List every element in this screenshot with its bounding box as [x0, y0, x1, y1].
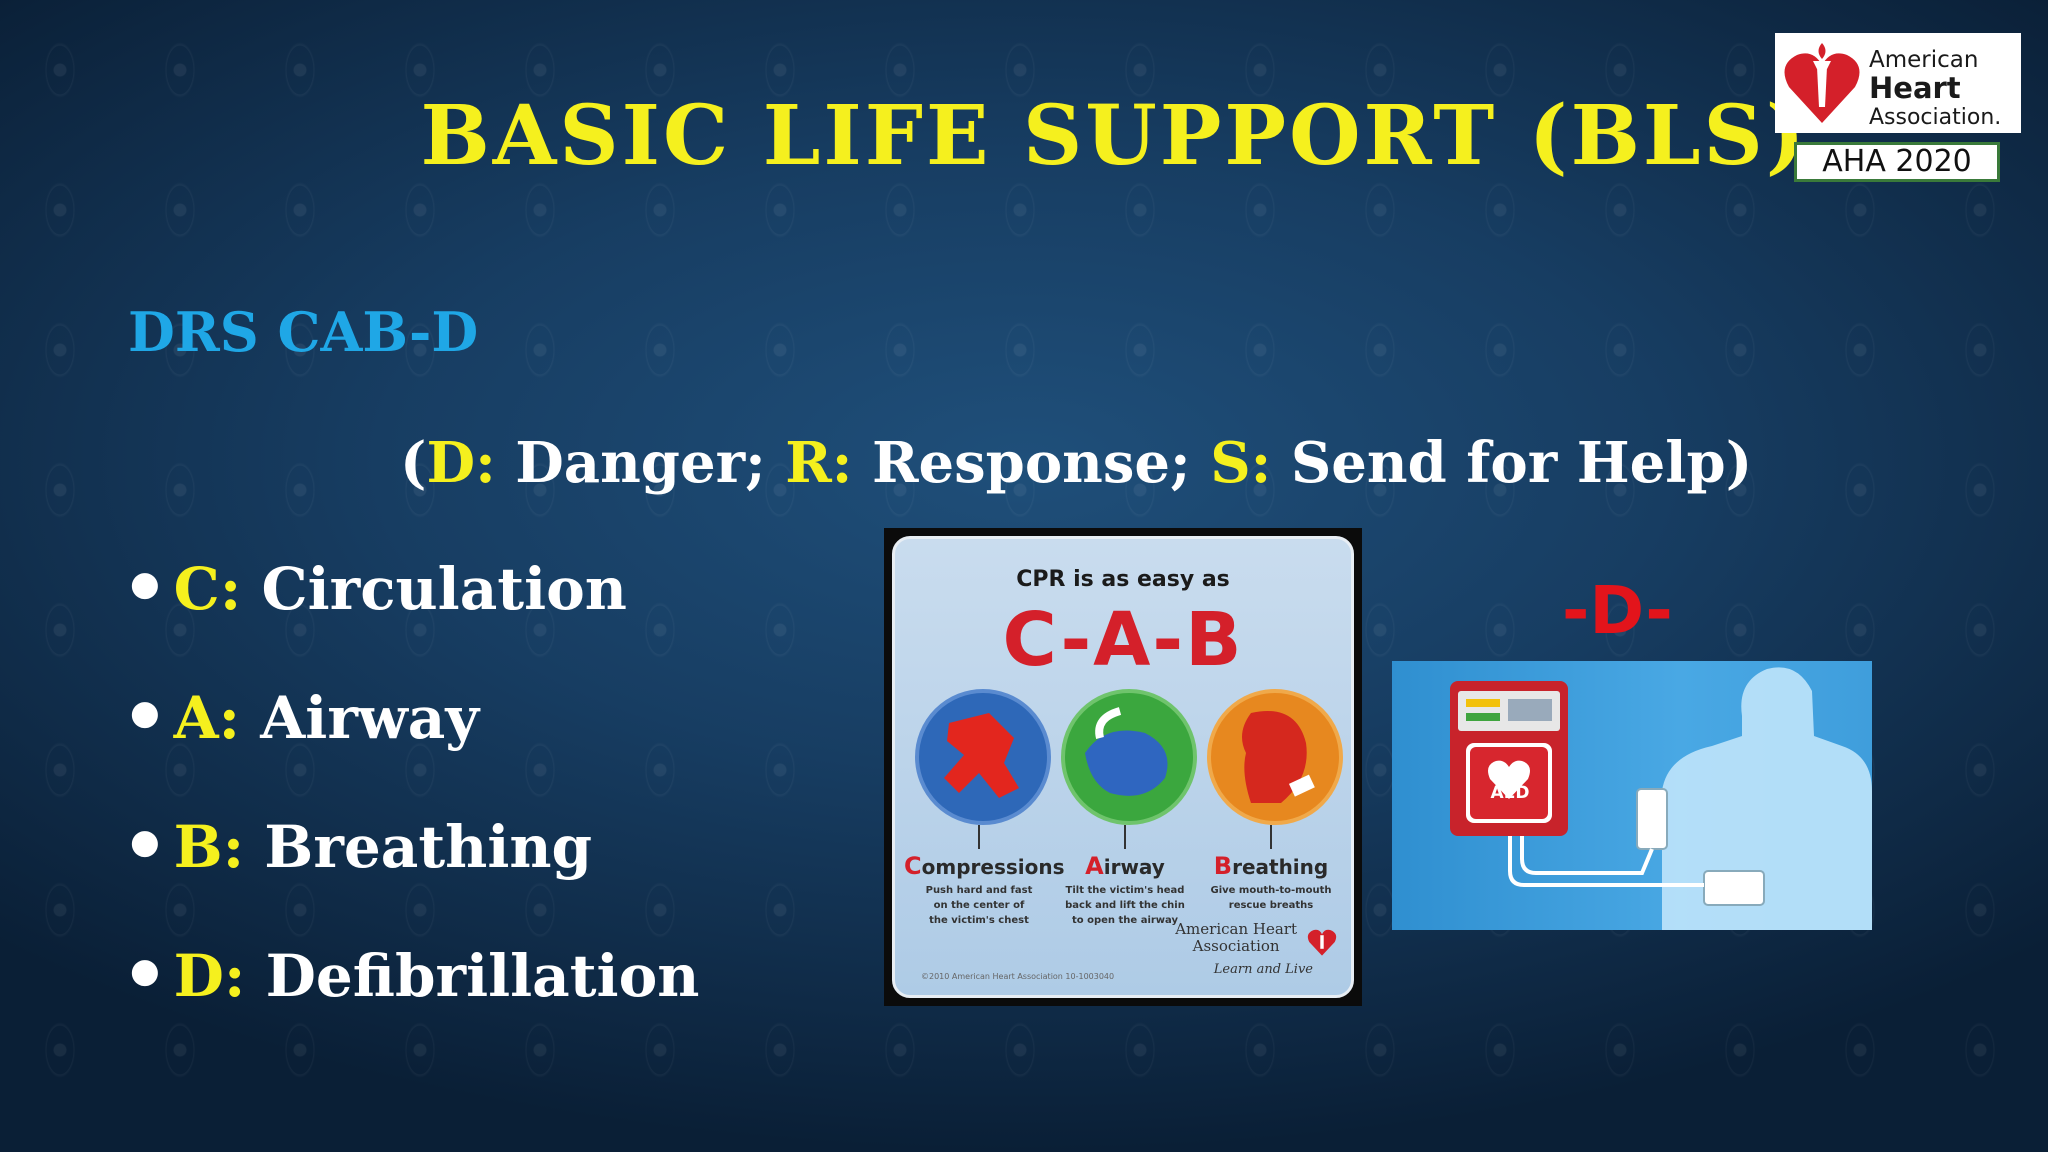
bullet-icon: ● — [130, 951, 160, 991]
step-label-airway: Airway — [1085, 852, 1165, 880]
aha-logo: American Heart Association. — [1775, 33, 2021, 133]
aha-year-badge: AHA 2020 — [1794, 142, 2000, 182]
connector-line — [1124, 825, 1126, 849]
slide-title: BASIC LIFE SUPPORT (BLS) — [420, 88, 1808, 184]
bullet-key: B: — [173, 813, 245, 881]
logo-line2: Heart — [1869, 71, 1961, 105]
connector-line — [1270, 825, 1272, 849]
list-item: ● A: Airway — [130, 684, 699, 813]
aha-heart-torch-icon — [1784, 43, 1860, 124]
compressions-hands-icon — [915, 689, 1051, 825]
cpr-cab-poster: CPR is as easy as C-A-B Compressions Air… — [884, 528, 1362, 1006]
bullet-icon: ● — [130, 564, 160, 604]
bullet-key: D: — [173, 942, 246, 1010]
bullet-text: Breathing — [244, 813, 593, 881]
drs-key-d: D: — [426, 430, 496, 496]
defibrillation-label: -D- — [1562, 572, 1673, 649]
drs-text-s: Send for Help — [1271, 430, 1726, 496]
aha-heart-icon — [1307, 929, 1337, 956]
aed-illustration: AED — [1392, 661, 1872, 930]
poster-tagline: Learn and Live — [1213, 962, 1313, 977]
logo-line1: American — [1869, 47, 1979, 73]
bullet-key: C: — [173, 555, 242, 623]
connector-line — [978, 825, 980, 849]
step-label-compressions: Compressions — [904, 852, 1065, 880]
drs-text-d: Danger; — [495, 430, 786, 496]
logo-line3: Association. — [1869, 105, 2002, 130]
step-label-breathing: Breathing — [1213, 852, 1329, 880]
drs-definition: (D: Danger; R: Response; S: Send for Hel… — [400, 430, 1753, 496]
poster-cab-text: C-A-B — [1002, 597, 1244, 683]
list-item: ● D: Defibrillation — [130, 942, 699, 1071]
drs-key-s: S: — [1210, 430, 1272, 496]
bullet-icon: ● — [130, 693, 160, 733]
drs-key-r: R: — [785, 430, 853, 496]
list-item: ● C: Circulation — [130, 555, 699, 684]
aed-label: AED — [1490, 783, 1530, 803]
bullet-text: Airway — [240, 684, 480, 752]
aed-body-icon — [1450, 667, 1872, 930]
bullet-key: A: — [173, 684, 241, 752]
cabd-bullet-list: ● C: Circulation ● A: Airway ● B: Breathing… — [130, 555, 699, 1071]
bullet-text: Circulation — [241, 555, 627, 623]
drs-text-r: Response; — [852, 430, 1211, 496]
poster-heading: CPR is as easy as — [1016, 567, 1230, 592]
breathing-head-icon — [1207, 689, 1343, 825]
poster-copyright: ©2010 American Heart Association 10-1003… — [921, 972, 1115, 981]
bullet-icon: ● — [130, 822, 160, 862]
slide-subtitle: DRS CAB-D — [128, 300, 479, 364]
airway-head-icon — [1061, 689, 1197, 825]
bullet-text: Defibrillation — [245, 942, 700, 1010]
list-item: ● B: Breathing — [130, 813, 699, 942]
poster-panel: CPR is as easy as C-A-B Compressions Air… — [892, 536, 1354, 998]
